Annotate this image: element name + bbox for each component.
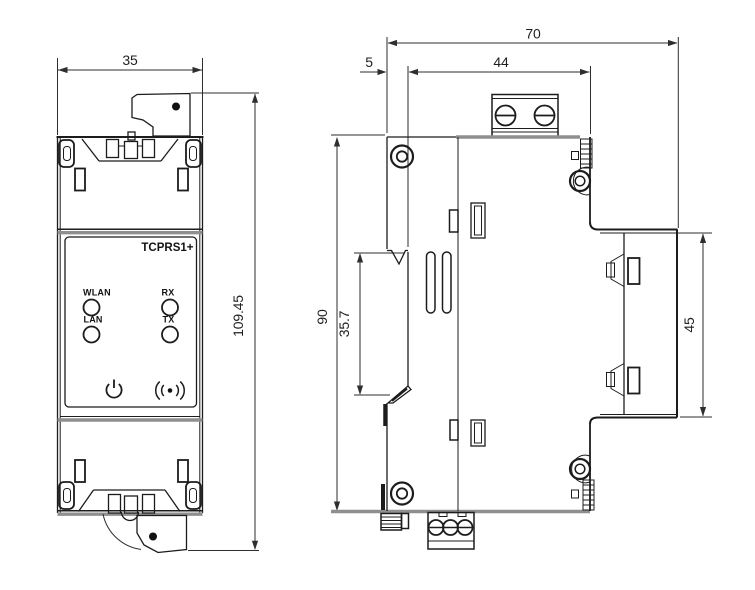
plug-pin-dot — [149, 532, 157, 541]
din-rail-clip — [381, 137, 412, 511]
side-body — [331, 135, 590, 514]
bottom-connector-plug — [136, 514, 188, 554]
rail-hook-bottom-left — [58, 481, 75, 510]
front-panel-block — [589, 221, 678, 425]
terminal-block-bottom — [427, 511, 475, 550]
dim-side-rail-offset: 5 — [360, 54, 387, 76]
dim-side-body-depth-label: 44 — [493, 54, 509, 70]
dim-front-height-label: 109.45 — [230, 295, 246, 337]
dim-side-rail-slot-label: 35.7 — [336, 310, 352, 337]
led-rx-label: RX — [162, 288, 175, 298]
bottom-wire-clamp — [380, 512, 410, 531]
led-tx-label: TX — [163, 315, 175, 325]
mount-slot-top-right — [177, 167, 189, 192]
bottom-clamp-section — [58, 459, 202, 550]
terminal-block-top — [491, 93, 559, 138]
power-icon — [105, 379, 123, 399]
dim-side-rail-offset-label: 5 — [365, 54, 373, 70]
rear-edge-latches — [568, 137, 595, 511]
dim-front-width: 35 — [57, 52, 203, 135]
mount-slot-bottom-left — [74, 459, 86, 483]
wireless-signal-icon — [154, 380, 186, 401]
dim-front-height: 109.45 — [188, 92, 259, 551]
rail-hook-bottom-right — [185, 481, 202, 510]
led-lan-indicator — [82, 325, 101, 344]
rail-hook-top-right — [185, 139, 202, 168]
front-body — [56, 136, 204, 516]
led-wlan: WLAN — [82, 288, 111, 317]
dim-side-total-depth: 70 — [386, 26, 679, 228]
front-view: 35 109.45 — [56, 52, 259, 554]
housing-screw-bottom — [389, 481, 415, 506]
top-clamp-section — [58, 131, 202, 192]
dim-side-height-label: 90 — [314, 309, 330, 325]
led-lan: LAN — [82, 315, 103, 344]
mount-slot-top-left — [74, 167, 86, 192]
led-wlan-label: WLAN — [83, 288, 111, 298]
latch-circle-bottom — [568, 457, 592, 481]
latch-circle-top — [568, 169, 592, 193]
body-vents — [425, 202, 486, 447]
rail-hook-top-left — [58, 139, 75, 168]
front-panel: TCPRS1+ WLAN RX LAN TX — [64, 236, 198, 408]
mount-slot-bottom-right — [177, 459, 189, 483]
plug-swivel-arc — [102, 513, 142, 550]
plug-pin-dot — [172, 102, 180, 111]
led-lan-label: LAN — [84, 315, 103, 325]
dim-side-height: 90 — [314, 134, 385, 511]
dim-side-front-height-label: 45 — [681, 317, 697, 333]
terminal-screw — [456, 519, 474, 536]
dim-side-total-depth-label: 70 — [525, 26, 541, 42]
housing-screw-top — [389, 144, 415, 169]
led-rx: RX — [161, 288, 179, 317]
led-rx-indicator — [161, 298, 179, 317]
dim-front-width-label: 35 — [122, 52, 138, 68]
led-tx: TX — [161, 315, 179, 344]
product-label: TCPRS1+ — [141, 242, 193, 254]
led-tx-indicator — [161, 325, 179, 344]
led-wlan-indicator — [82, 298, 101, 317]
side-view: 70 5 44 90 — [314, 26, 712, 550]
dim-side-front-height: 45 — [670, 232, 712, 418]
dim-side-rail-slot: 35.7 — [336, 252, 404, 396]
